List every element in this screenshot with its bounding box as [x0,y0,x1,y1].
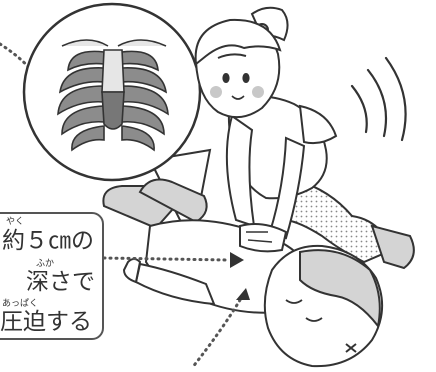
ruby-fuka: ふか [36,260,54,269]
ruby-appaku: あっぱく [2,300,38,309]
motion-lines [352,58,406,140]
compression-hands [240,224,286,251]
label-line-1: 約５㎝の [2,230,94,253]
label-line-3: 圧迫する [0,311,92,334]
label-line-2: 深さで [26,271,95,294]
compression-depth-label: やく 約５㎝の ふか 深さで あっぱく 圧迫する [0,212,104,340]
ruby-yaku: やく [6,218,24,227]
patient-head [265,246,382,366]
